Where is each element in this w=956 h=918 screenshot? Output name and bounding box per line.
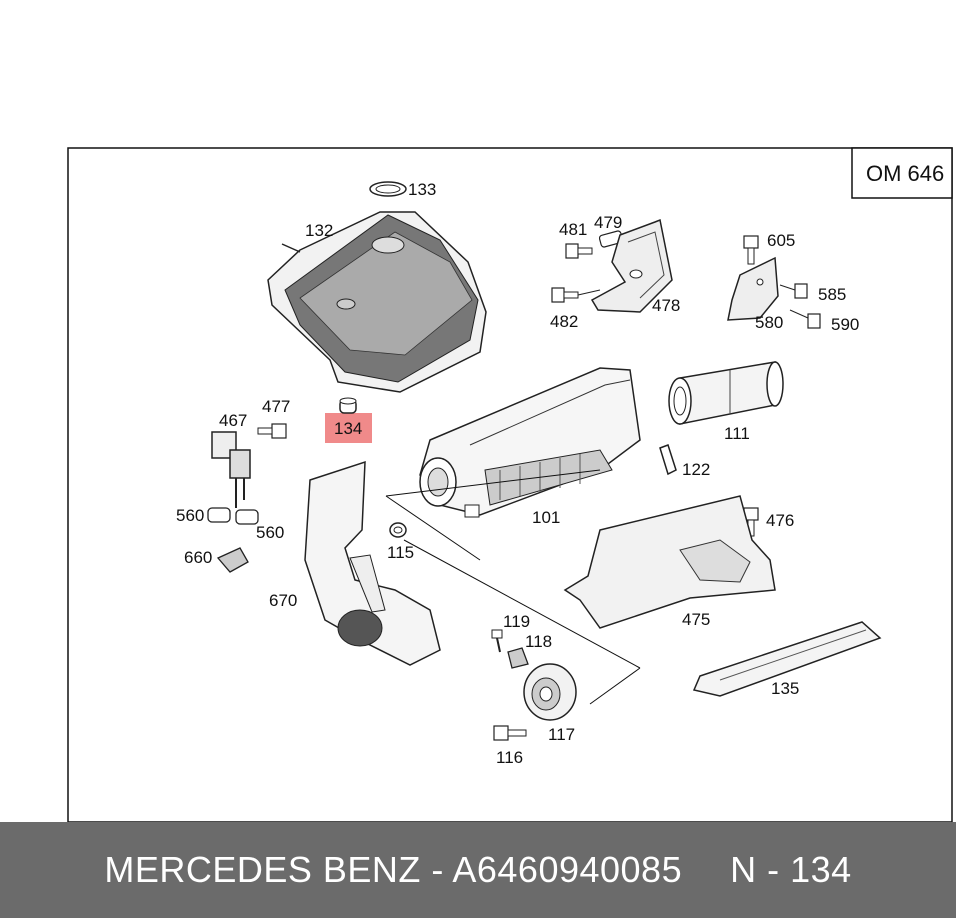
label-560-right: 560 — [256, 523, 284, 542]
leader-lines — [385, 469, 641, 705]
part-482-bolt[interactable] — [551, 287, 601, 303]
part-119-screw[interactable] — [491, 629, 503, 653]
part-labels: 133 132 481 479 482 478 605 585 580 590 … — [176, 180, 859, 767]
part-132-engine-cover[interactable] — [267, 211, 487, 393]
part-475-heat-shield[interactable] — [563, 495, 776, 629]
footer-bar: MERCEDES BENZ - A6460940085 N - 134 — [0, 822, 956, 918]
label-467: 467 — [219, 411, 247, 430]
part-111-filter-element[interactable] — [668, 361, 784, 425]
label-482: 482 — [550, 312, 578, 331]
label-560-left: 560 — [176, 506, 204, 525]
label-132: 132 — [305, 221, 333, 240]
label-479: 479 — [594, 213, 622, 232]
label-115: 115 — [387, 543, 414, 562]
part-670-intake-duct[interactable] — [304, 460, 441, 666]
label-476: 476 — [766, 511, 794, 530]
model-code-box: OM 646 — [851, 147, 953, 199]
part-585-bolt[interactable] — [779, 283, 808, 299]
model-code: OM 646 — [866, 161, 944, 186]
part-590-bolt[interactable] — [789, 309, 821, 329]
label-590: 590 — [831, 315, 859, 334]
label-118: 118 — [525, 632, 552, 651]
part-476-bolt[interactable] — [743, 507, 759, 537]
part-101-filter-housing[interactable] — [419, 367, 641, 518]
part-560-clip-right[interactable] — [235, 509, 259, 525]
label-660: 660 — [184, 548, 212, 567]
part-117-pulley[interactable] — [523, 663, 577, 721]
part-467-sensor[interactable] — [211, 431, 251, 508]
label-133: 133 — [408, 180, 436, 199]
part-116-bolt[interactable] — [493, 725, 527, 741]
label-475: 475 — [682, 610, 710, 629]
label-580: 580 — [755, 313, 783, 332]
label-670: 670 — [269, 591, 297, 610]
part-478-bracket[interactable] — [590, 218, 673, 313]
label-116: 116 — [496, 748, 523, 767]
part-660-holder[interactable] — [216, 547, 249, 573]
label-481: 481 — [559, 220, 587, 239]
part-605-bolt[interactable] — [743, 235, 759, 265]
label-135: 135 — [771, 679, 799, 698]
part-133-seal-ring[interactable] — [369, 181, 407, 197]
label-585: 585 — [818, 285, 846, 304]
highlight-box — [325, 413, 372, 443]
part-122-clip[interactable] — [659, 444, 677, 476]
part-481-bolt[interactable] — [565, 243, 593, 259]
footer-reference: N - 134 — [730, 849, 852, 890]
part-560-clip-left[interactable] — [207, 507, 231, 523]
part-580-bracket[interactable] — [727, 256, 779, 321]
label-101: 101 — [532, 508, 560, 527]
label-134: 134 — [334, 419, 362, 438]
label-119: 119 — [503, 612, 530, 631]
footer-brand-part-number: MERCEDES BENZ - A6460940085 — [104, 849, 683, 890]
label-605: 605 — [767, 231, 795, 250]
part-135-trim-strip[interactable] — [692, 621, 882, 697]
part-477-bolt[interactable] — [257, 423, 287, 439]
label-117: 117 — [548, 725, 575, 744]
part-118-clip[interactable] — [507, 647, 529, 669]
part-134-grommet[interactable] — [325, 397, 372, 443]
label-111: 111 — [724, 424, 750, 443]
label-122: 122 — [682, 460, 710, 479]
label-477: 477 — [262, 397, 290, 416]
label-478: 478 — [652, 296, 680, 315]
part-115-grommet[interactable] — [389, 522, 407, 538]
footer-text: MERCEDES BENZ - A6460940085 N - 134 — [0, 822, 956, 918]
